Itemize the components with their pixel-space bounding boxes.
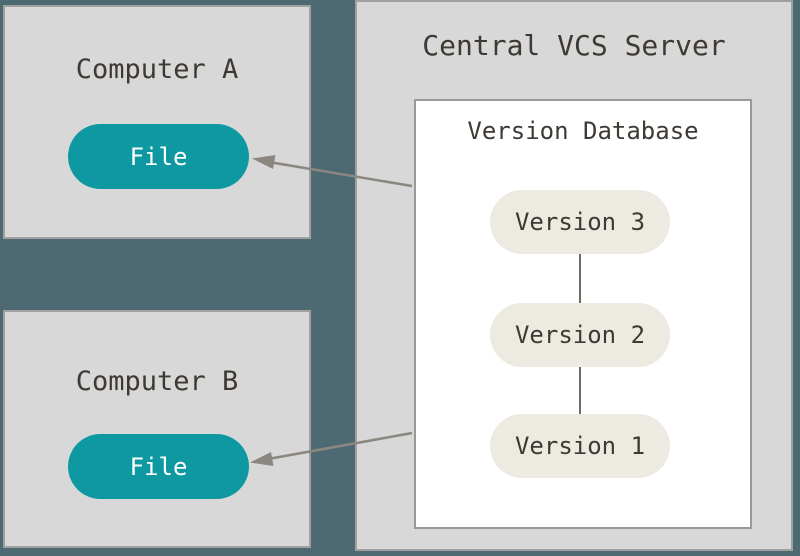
version-2-label: Version 2 — [514, 321, 646, 349]
central-vcs-server-box: Central VCS Server Version Database Vers… — [355, 0, 793, 551]
computer-b-title: Computer B — [75, 366, 239, 397]
version-3-label: Version 3 — [514, 208, 646, 236]
computer-a-box: Computer A File — [3, 5, 311, 239]
computer-b-file-label: File — [129, 452, 188, 481]
version-database-title: Version Database — [467, 117, 699, 145]
version-3-node: Version 3 — [490, 190, 670, 254]
version-1-label: Version 1 — [514, 432, 646, 460]
version-1-node: Version 1 — [490, 414, 670, 478]
computer-a-file-node: File — [68, 124, 249, 189]
computer-a-file-label: File — [129, 142, 188, 171]
version-2-node: Version 2 — [490, 303, 670, 367]
computer-b-box: Computer B File — [3, 310, 311, 548]
connector-line-v3-v2 — [579, 254, 581, 303]
version-database-box: Version Database Version 3 Version 2 Ver… — [414, 99, 752, 529]
central-vcs-server-title: Central VCS Server — [422, 29, 726, 62]
computer-a-title: Computer A — [75, 54, 239, 85]
computer-b-file-node: File — [68, 434, 249, 499]
connector-line-v2-v1 — [579, 367, 581, 414]
